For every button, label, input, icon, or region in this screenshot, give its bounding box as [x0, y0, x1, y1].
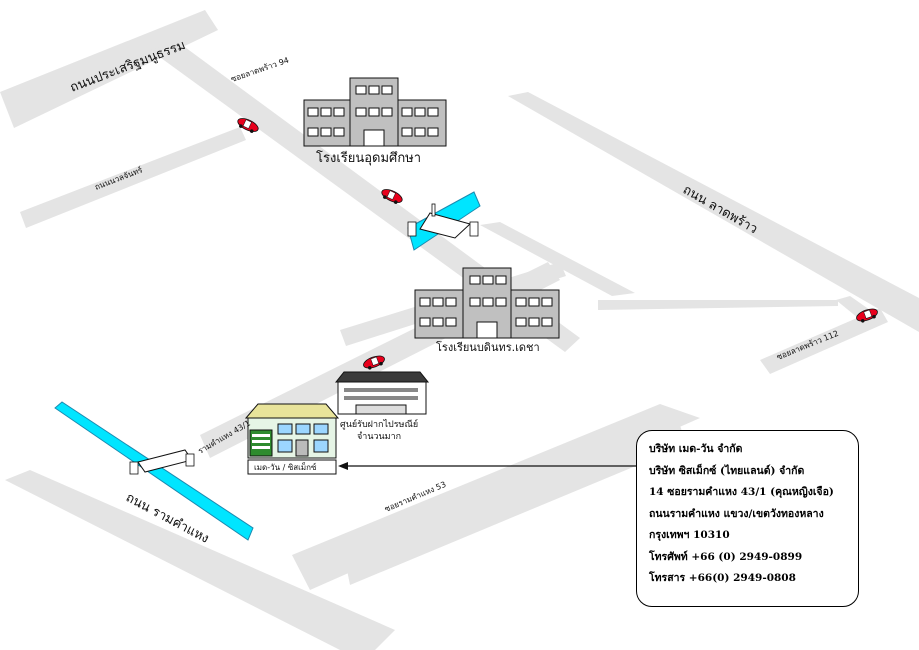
address-line-company-sysmex: บริษัท ซิสเม็กซ์ (ไทยแลนด์) จำกัด: [649, 464, 805, 477]
address-line-street: 14 ซอยรามคำแหง 43/1 (คุณหญิงเจือ): [649, 486, 834, 498]
label-udom-suksa: โรงเรียนอุดมศึกษา: [316, 150, 421, 166]
bulk-mail-centre-building: [334, 371, 430, 415]
company-building: [244, 403, 340, 459]
label-bodindecha: โรงเรียนบดินทร.เดชา: [436, 340, 540, 354]
label-company: เมด-วัน / ซิสเม็กซ์: [254, 462, 317, 472]
bridges: [129, 203, 479, 475]
bridge-upper: [407, 203, 479, 239]
car-icon: [381, 189, 403, 204]
label-bulk-mail-line2: จำนวนมาก: [357, 431, 401, 442]
address-line-district: ถนนรามคำแหง แขวง/เขตวังทองหลาง: [649, 507, 824, 520]
road-nuanchan: [20, 127, 246, 228]
company-label-box: [247, 459, 337, 475]
address-line-phone: โทรศัพท์ +66 (0) 2949-0899: [649, 550, 803, 563]
address-line-city: กรุงเทพฯ 10310: [649, 529, 730, 541]
car-icon: [856, 308, 878, 323]
canals: [54, 191, 481, 541]
road-ramkhamhaeng: [5, 470, 395, 650]
road-cross-side: [345, 425, 686, 585]
bridge-lower: [129, 449, 195, 475]
address-line-fax: โทรสาร +66(0) 2949-0808: [649, 572, 796, 584]
school-bodindecha-building: [414, 267, 560, 339]
road-prasert-manukitch: [0, 10, 218, 128]
address-box: บริษัท เมด-วัน จำกัด บริษัท ซิสเม็กซ์ (ไ…: [636, 430, 859, 607]
road-connector-h: [598, 300, 838, 310]
road-soi-ladprao-112: [760, 308, 888, 374]
road-ladprao: [508, 92, 919, 332]
car-icon: [363, 355, 385, 370]
label-soi-ladprao-94: ซอยลาดพร้าว 94: [230, 56, 290, 84]
arrow-to-company: [338, 462, 636, 470]
address-line-company-medone: บริษัท เมด-วัน จำกัด: [649, 443, 743, 455]
car-icon: [237, 118, 259, 133]
road-connector-d: [480, 222, 635, 296]
school-udom-suksa-building: [303, 77, 447, 147]
label-bulk-mail-line1: ศูนย์รับฝากไปรษณีย์: [340, 418, 418, 430]
canal-lower: [54, 401, 254, 541]
